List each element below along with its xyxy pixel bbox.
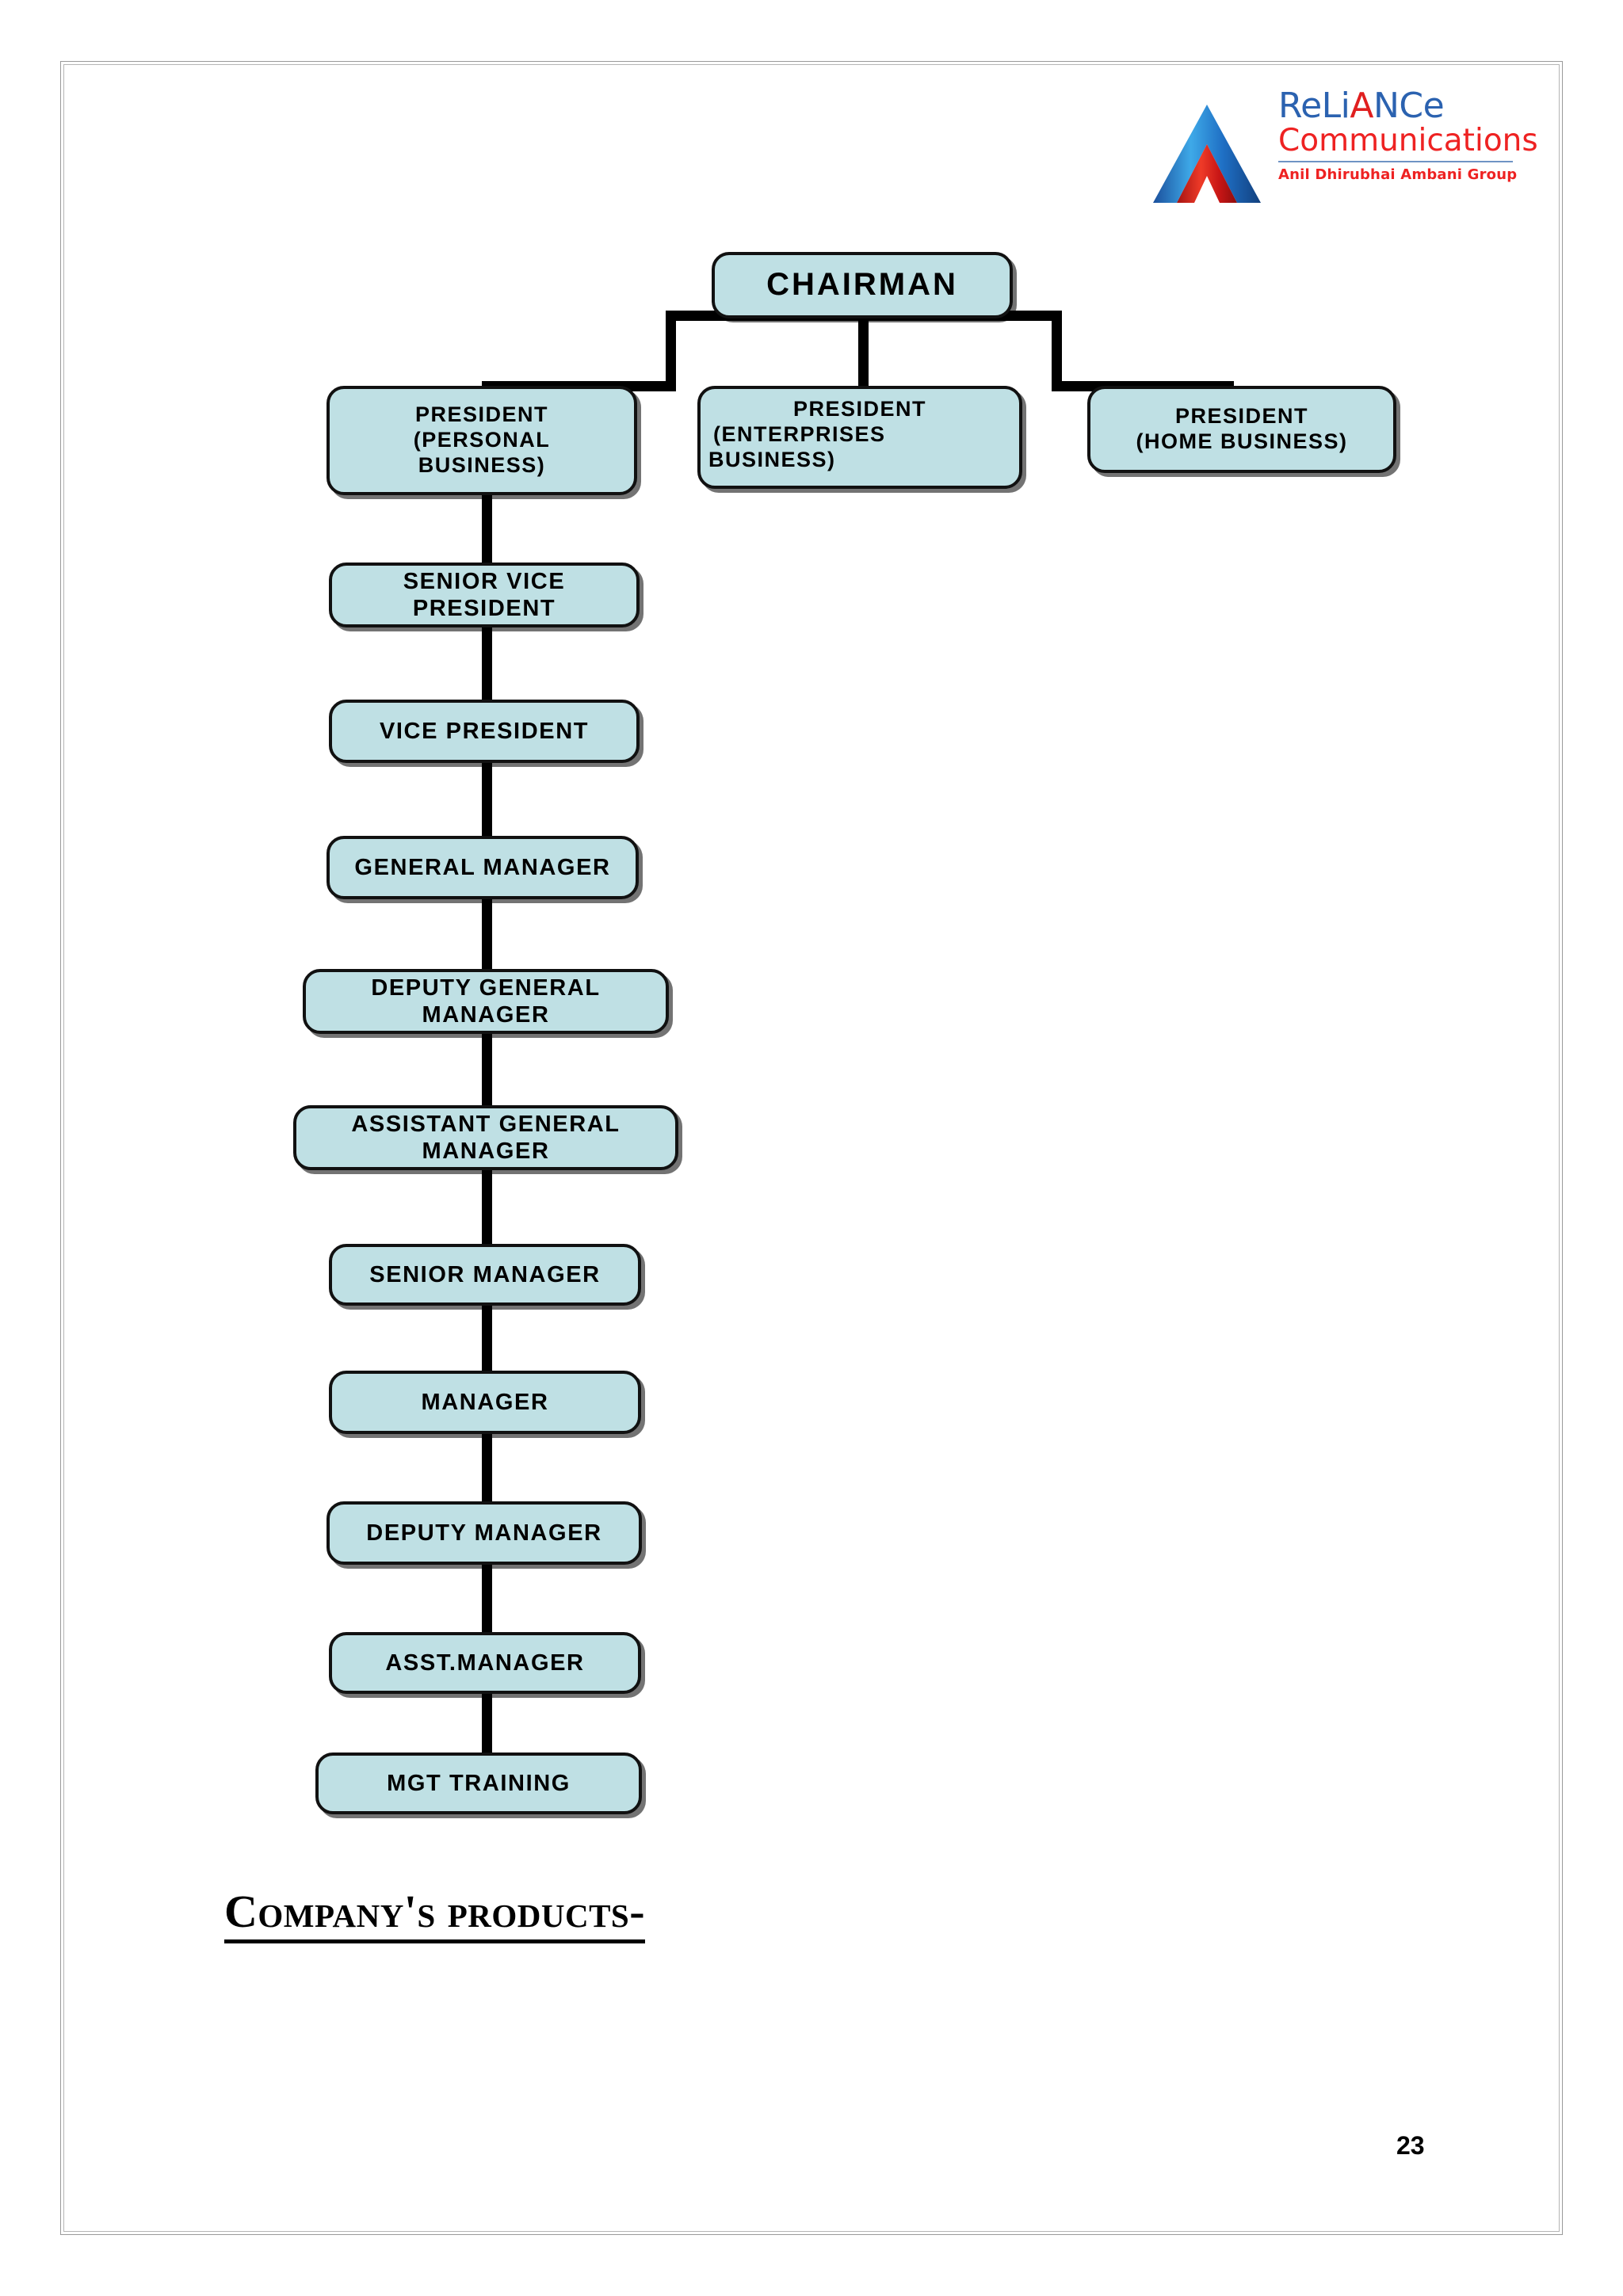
org-node-label-line1: PRESIDENT (1174, 404, 1309, 429)
org-node-label-line2: PRESIDENT (412, 596, 556, 621)
org-node-label-line1: ASSISTANT GENERAL (351, 1111, 621, 1137)
org-node-assistant-general-manager[interactable]: ASSISTANT GENERAL MANAGER (293, 1105, 678, 1170)
org-node-label-line2: (PERSONAL (413, 428, 551, 452)
org-node-label: MGT TRAINING (387, 1770, 571, 1796)
reliance-communications-logo: ReLiANCe Communications Anil Dhirubhai A… (1144, 86, 1538, 215)
org-node-asst-manager[interactable]: ASST.MANAGER (329, 1632, 641, 1694)
page-border (60, 61, 1563, 2235)
org-node-label-line3: BUSINESS) (708, 447, 836, 471)
logo-brand-division: Communications (1278, 123, 1538, 158)
org-node-label-line2: (HOME BUSINESS) (1136, 429, 1348, 453)
org-node-label-line2: (ENTERPRISES (713, 421, 886, 446)
org-node-chairman[interactable]: CHAIRMAN (712, 252, 1013, 318)
org-node-deputy-manager[interactable]: DEPUTY MANAGER (327, 1501, 642, 1565)
org-node-mgt-training[interactable]: MGT TRAINING (315, 1753, 642, 1814)
reliance-a-mark-icon (1153, 105, 1261, 203)
logo-divider (1278, 160, 1513, 162)
org-node-president-enterprises-business[interactable]: PRESIDENT (ENTERPRISES BUSINESS) (697, 386, 1022, 489)
logo-brand-name: ReLiANCe (1278, 86, 1445, 126)
page-section-heading: Company's products- (224, 1885, 646, 1943)
org-node-label: DEPUTY MANAGER (366, 1520, 602, 1546)
org-node-label: VICE PRESIDENT (379, 718, 590, 744)
org-node-senior-vice-president[interactable]: SENIOR VICE PRESIDENT (329, 563, 640, 627)
org-node-senior-manager[interactable]: SENIOR MANAGER (329, 1244, 641, 1306)
logo-wordmark: ReLiANCe Communications Anil Dhirubhai A… (1278, 86, 1538, 183)
org-node-president-home-business[interactable]: PRESIDENT (HOME BUSINESS) (1087, 386, 1396, 473)
org-node-vice-president[interactable]: VICE PRESIDENT (329, 700, 640, 763)
org-node-label: ASST.MANAGER (385, 1650, 585, 1676)
org-node-label: GENERAL MANAGER (354, 854, 611, 880)
org-node-president-personal-business[interactable]: PRESIDENT (PERSONAL BUSINESS) (327, 386, 637, 495)
org-node-label-line3: BUSINESS) (418, 452, 546, 477)
org-node-general-manager[interactable]: GENERAL MANAGER (327, 836, 639, 899)
page-number: 23 (1396, 2131, 1425, 2160)
org-node-label-line1: PRESIDENT (792, 397, 927, 421)
org-node-label-line1: DEPUTY GENERAL (371, 974, 601, 1001)
org-node-label: CHAIRMAN (766, 267, 958, 303)
org-node-manager[interactable]: MANAGER (329, 1371, 641, 1434)
logo-tagline: Anil Dhirubhai Ambani Group (1278, 166, 1518, 183)
org-node-deputy-general-manager[interactable]: DEPUTY GENERAL MANAGER (303, 969, 669, 1034)
org-node-label: SENIOR MANAGER (369, 1261, 601, 1287)
org-node-label-line1: PRESIDENT (414, 402, 548, 427)
org-node-label-line2: MANAGER (422, 1002, 550, 1028)
org-node-label: MANAGER (421, 1389, 549, 1415)
org-node-label-line2: MANAGER (422, 1138, 550, 1164)
org-node-label-line1: SENIOR VICE (403, 568, 566, 594)
